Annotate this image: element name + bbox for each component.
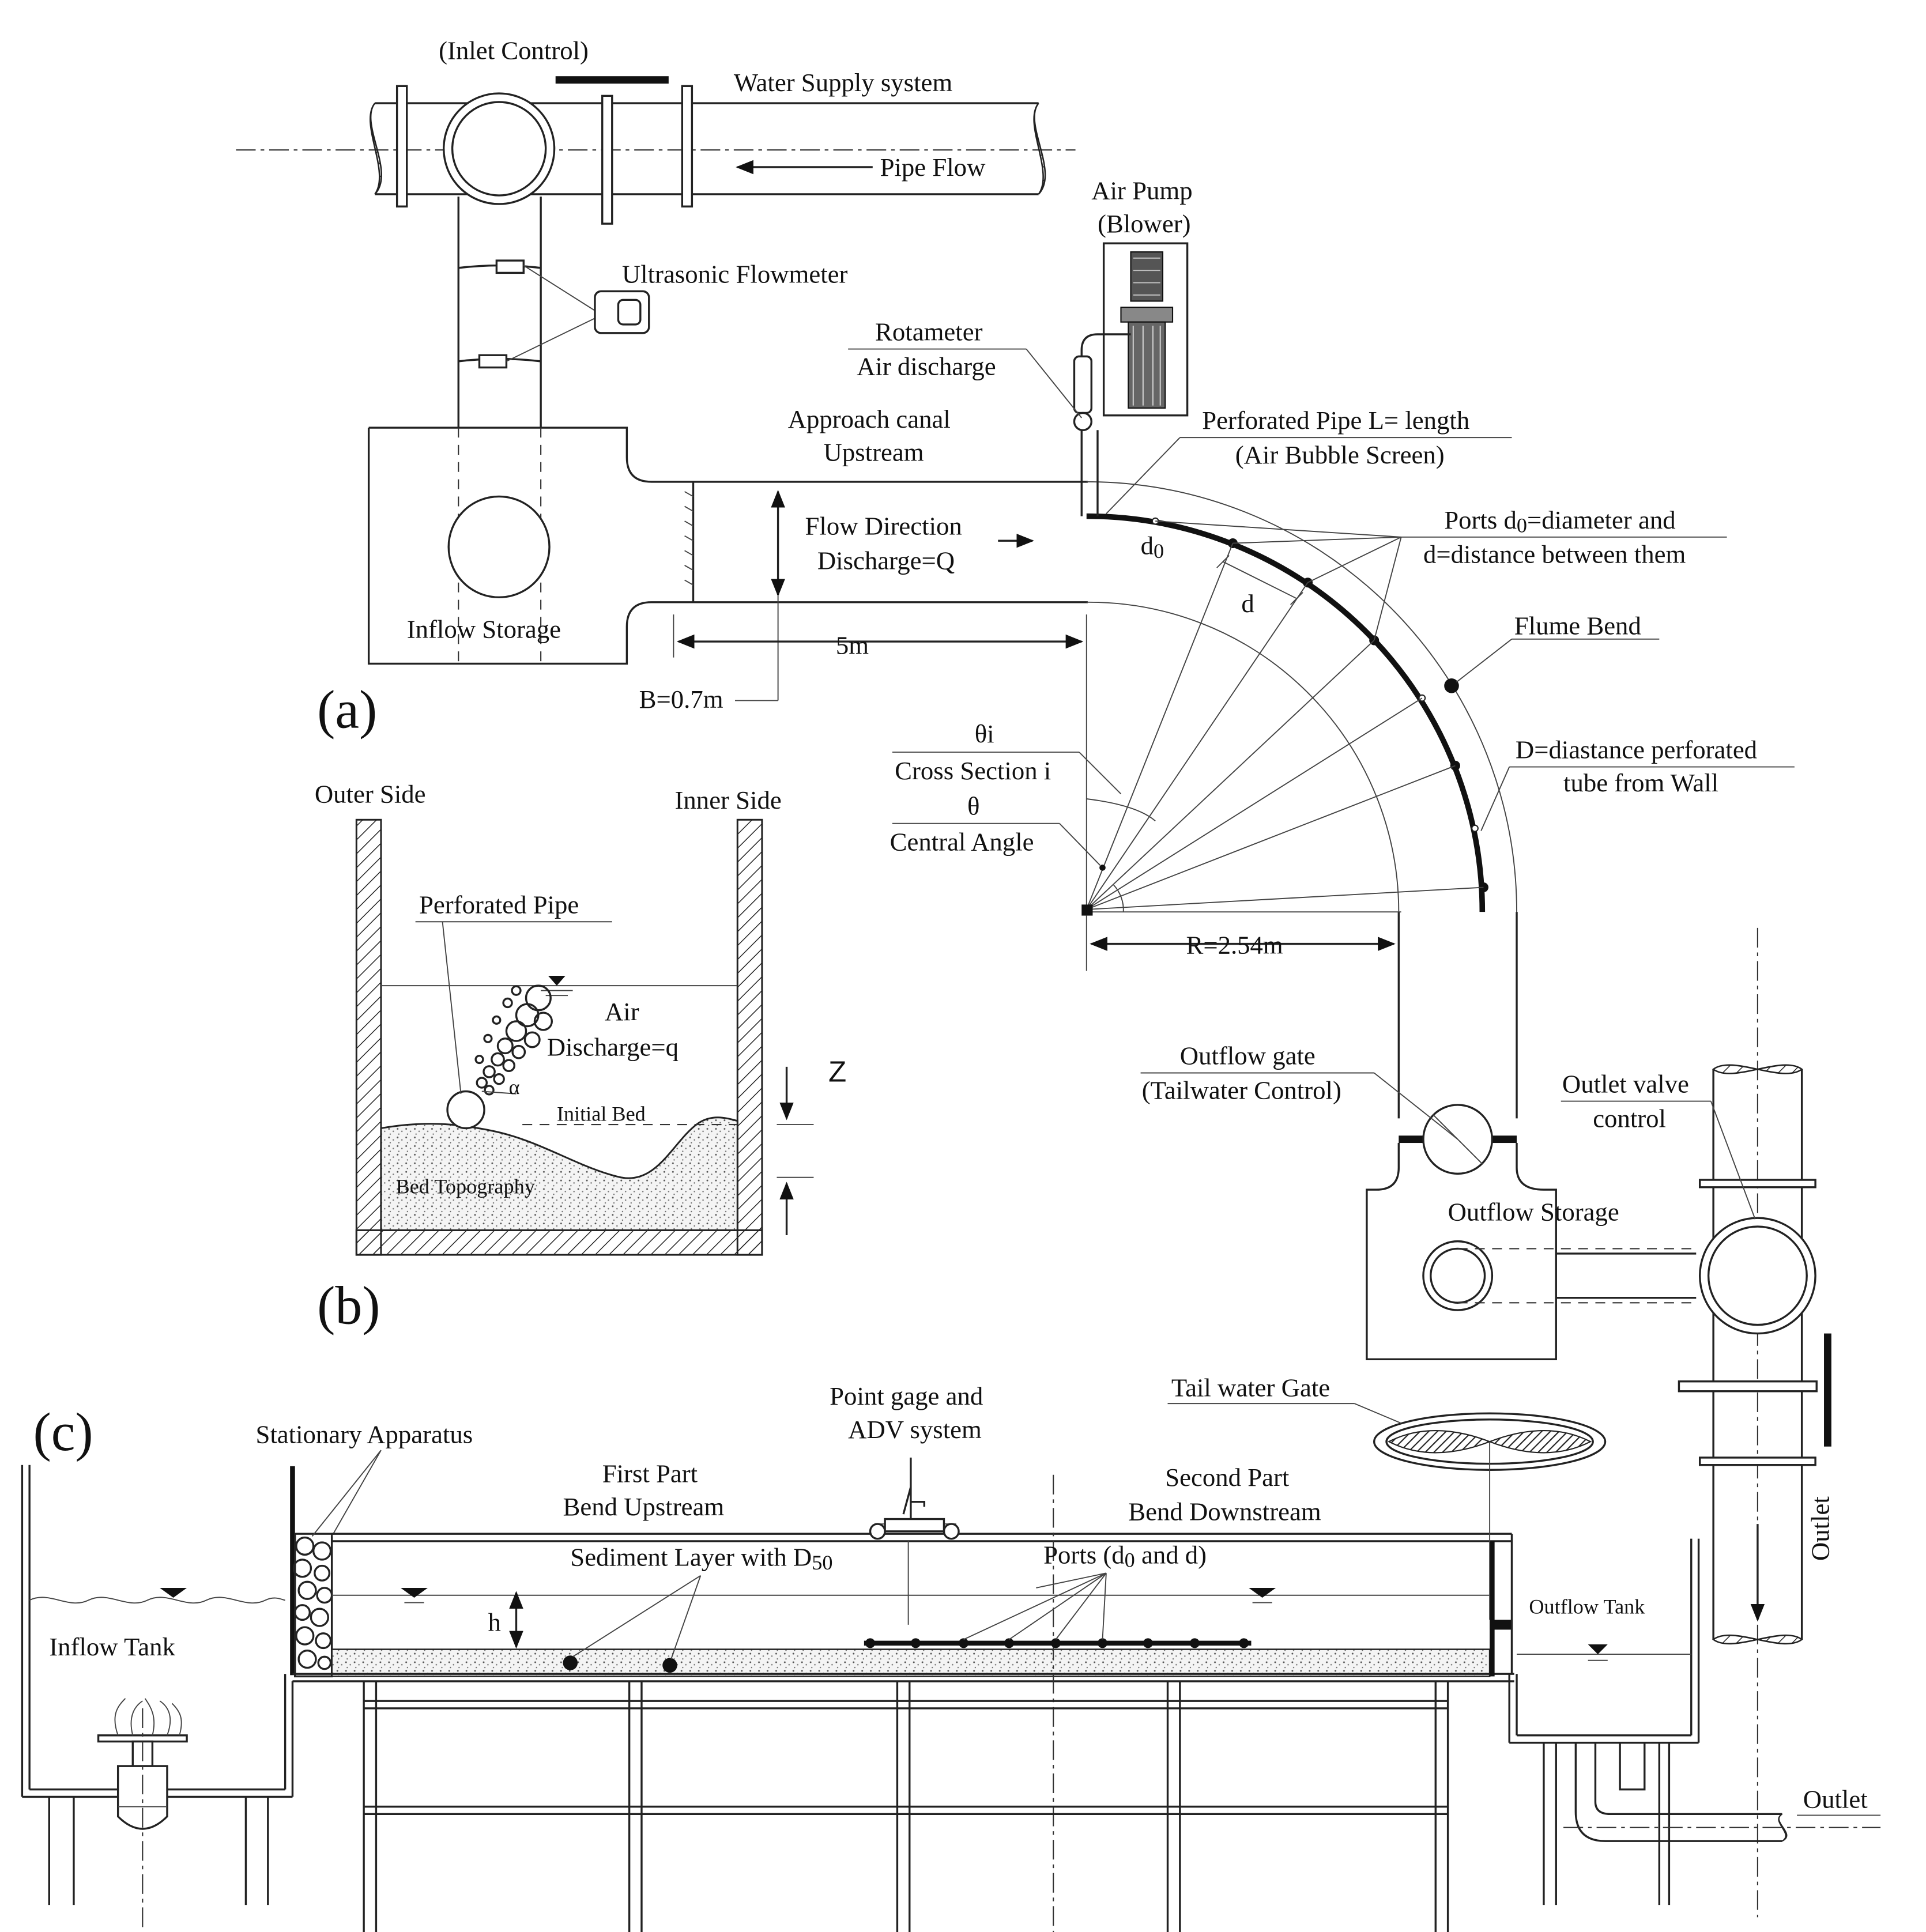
air-pump-blower [1073,242,1189,516]
water-supply-label: Water Supply system [734,68,953,97]
port-spacing-label: d [1241,589,1254,618]
inlet-control-valve [442,76,669,205]
rotameter-label: Rotameter [875,318,983,346]
radius-label: R=2.54m [1186,931,1283,960]
ports-distance-label: d=distance between them [1423,540,1686,569]
air-discharge-label: Air discharge [857,352,996,380]
outflow-tank [1508,1538,1881,1905]
outlet-valve-label: Outlet valve [1562,1070,1689,1099]
flow-direction-label: Flow Direction [805,512,962,541]
water-supply-pipe [236,85,1076,225]
second-part-label: Second Part [1165,1463,1290,1492]
first-part-label: First Part [602,1459,698,1488]
outflow-tank-label: Outflow Tank [1529,1595,1645,1618]
perforated-pipe-label: Perforated Pipe L= length [1202,406,1469,435]
outer-side-label: Outer Side [315,779,426,808]
discharge-label: Discharge=Q [817,546,955,575]
cross-section-label: Cross Section i [895,756,1051,785]
outlet-vertical-label: Outlet [1806,1496,1835,1561]
flume-bend [1081,481,1518,1119]
panel-c: (c) Inflow Tank [21,1373,1881,1932]
stationary-apparatus-label: Stationary Apparatus [255,1420,473,1448]
tail-water-gate-label: Tail water Gate [1171,1373,1330,1402]
air-pump-label: Air Pump [1091,176,1192,205]
stationary-apparatus [290,1466,333,1678]
sediment-layer-label: Sediment Layer with D50 [570,1543,832,1574]
tail-water-gate [1373,1412,1607,1620]
blower-label: (Blower) [1098,209,1191,238]
initial-bed-label: Initial Bed [557,1103,646,1126]
flume-bend-label: Flume Bend [1514,611,1641,640]
outlet-pipe-vertical [1678,927,1831,1918]
bend-upstream-label: Bend Upstream [563,1492,725,1521]
pipe-flow-label: Pipe Flow [880,153,986,182]
bend-downstream-label: Bend Downstream [1128,1497,1321,1526]
central-angle-label: Central Angle [890,828,1034,856]
alpha-label: α [509,1076,520,1099]
air-bubbles [446,984,553,1130]
bed-topography [380,1116,738,1231]
perforated-pipe-c [563,1638,1252,1673]
inlet-control-label: (Inlet Control) [439,36,589,65]
bed-topography-label: Bed Topography [396,1175,535,1198]
adv-system-label: ADV system [848,1415,982,1444]
approach-canal-upstream-label: Upstream [824,438,924,467]
outflow-storage-tank [1366,1143,1697,1361]
tailwater-control-label: (Tailwater Control) [1142,1076,1341,1104]
flume-support-frame [363,1681,1449,1932]
inflow-storage-label: Inflow Storage [407,615,561,644]
ports-c-label: Ports (d0 and d) [1043,1540,1207,1571]
distance-from-wall-label-2: tube from Wall [1563,768,1718,797]
panel-a: (Inlet Control) Water Supply system Pipe… [236,36,1835,1918]
depth-h-label: h [488,1608,500,1637]
perforated-pipe-b-label: Perforated Pipe [419,890,579,919]
air-bubble-screen-label: (Air Bubble Screen) [1235,440,1445,469]
distance-from-wall-label: D=diastance perforated [1516,735,1757,764]
outflow-gate-label: Outflow gate [1180,1042,1316,1070]
outlet-horizontal-label: Outlet [1803,1785,1868,1814]
panel-b: Perforated Pipe Outer Side Inner Side Ai… [315,779,846,1335]
channel-width-label: B=0.7m [639,685,723,714]
panel-a-label: (a) [317,680,377,739]
port-diameter-label: d0 [1141,531,1164,563]
inflow-tank-label: Inflow Tank [49,1632,175,1661]
point-gage-adv [869,1457,960,1540]
theta-i-label: θi [975,719,994,748]
approach-length-label: 5m [836,631,869,659]
flume-channel [292,1474,1514,1932]
air-label: Air [605,997,639,1026]
panel-c-label: (c) [33,1402,93,1462]
scour-depth-marker [777,1066,814,1235]
point-gage-label: Point gage and [830,1382,983,1410]
inflow-storage-tank [367,427,1088,665]
panel-b-label: (b) [317,1276,380,1335]
ultrasonic-flowmeter-label: Ultrasonic Flowmeter [622,259,848,288]
inflow-tank [21,1465,294,1932]
vertical-supply-pipe [457,197,650,428]
outflow-storage-label: Outflow Storage [1448,1197,1619,1226]
scour-depth-z-label: Z [828,1055,846,1088]
theta-label: θ [967,792,979,821]
air-discharge-q-label: Discharge=q [547,1033,679,1062]
ports-diameter-label: Ports d0=diameter and [1444,505,1675,537]
inner-side-label: Inner Side [675,786,782,814]
outlet-valve-control-label: control [1593,1104,1666,1133]
approach-canal-label: Approach canal [788,405,951,433]
